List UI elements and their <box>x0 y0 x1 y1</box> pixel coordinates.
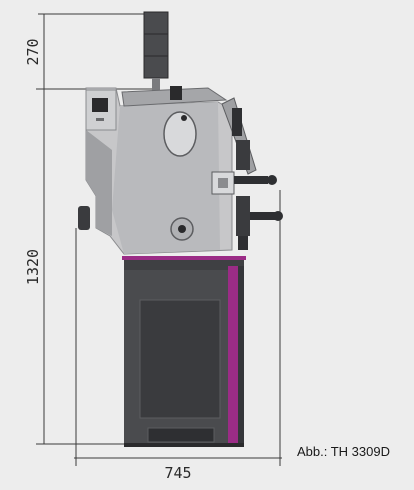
tool-holder-center <box>218 178 228 188</box>
head-shadow <box>86 130 112 236</box>
feed-handle <box>234 176 268 184</box>
stand-door <box>139 299 221 419</box>
stand-drawer <box>147 427 215 443</box>
figure-caption: Abb.: TH 3309D <box>297 444 390 459</box>
machine-head <box>78 86 233 255</box>
right-side-controls <box>211 97 283 250</box>
sight-window <box>163 111 197 157</box>
lever-block-upper <box>232 108 242 136</box>
stand-accent-side <box>228 266 238 446</box>
left-knob <box>78 206 90 230</box>
dim-label-1320: 1320 <box>24 249 42 285</box>
control-label <box>96 118 104 121</box>
dimension-lines <box>36 13 282 466</box>
stand-top-plate <box>124 258 244 270</box>
motor-body <box>143 11 169 79</box>
stand-side-panel <box>238 266 244 446</box>
drive-clamp <box>170 86 182 100</box>
control-switch <box>92 98 108 112</box>
stand-accent-top <box>122 256 246 260</box>
carriage-handle <box>250 212 276 220</box>
feed-handle-knob <box>267 175 277 185</box>
motor-assembly <box>143 11 169 102</box>
lever-block-middle <box>236 140 250 170</box>
lower-port-center <box>178 225 186 233</box>
dim-label-270: 270 <box>24 38 42 65</box>
dim-label-745: 745 <box>164 464 191 482</box>
stand-foot <box>124 443 244 447</box>
machine-stand <box>122 256 246 447</box>
carriage-foot <box>238 236 248 250</box>
carriage-block <box>236 196 250 236</box>
carriage-handle-knob <box>273 211 283 221</box>
sight-screw <box>181 115 187 121</box>
